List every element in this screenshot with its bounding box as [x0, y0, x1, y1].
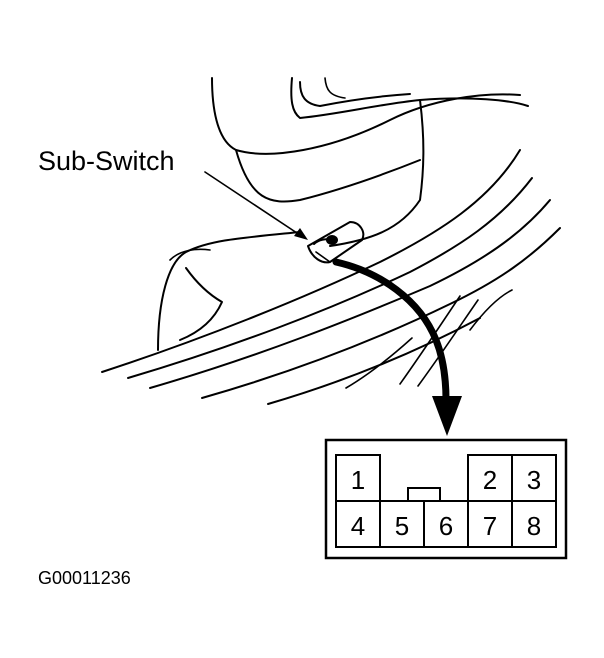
- pin-number: 4: [351, 511, 365, 541]
- pin-number: 8: [527, 511, 541, 541]
- door-panel-outline: [101, 77, 561, 405]
- connector-key-notch: [407, 487, 441, 501]
- pin-cell-5: [379, 500, 425, 548]
- sub-switch-label: Sub-Switch: [38, 146, 175, 176]
- pin-cell-4: [335, 500, 381, 548]
- sub-switch-component: [307, 221, 365, 264]
- pin-cell-3: [511, 454, 557, 502]
- pin-cell-7: [467, 500, 513, 548]
- connector-face: 1 2 3 4 5 6 7 8: [324, 438, 568, 560]
- leader-arrow: [204, 171, 308, 240]
- pin-number: 6: [439, 511, 453, 541]
- figure-code: G00011236: [38, 568, 131, 588]
- pin-cell-2: [467, 454, 513, 502]
- pin-number: 3: [527, 465, 541, 495]
- pin-cell-6: [423, 500, 469, 548]
- connector-pointer-arrow: [332, 258, 462, 436]
- pin-cell-1: [335, 454, 381, 502]
- pin-number: 5: [395, 511, 409, 541]
- pin-number: 2: [483, 465, 497, 495]
- pin-number: 7: [483, 511, 497, 541]
- pin-cell-8: [511, 500, 557, 548]
- pin-number: 1: [351, 465, 365, 495]
